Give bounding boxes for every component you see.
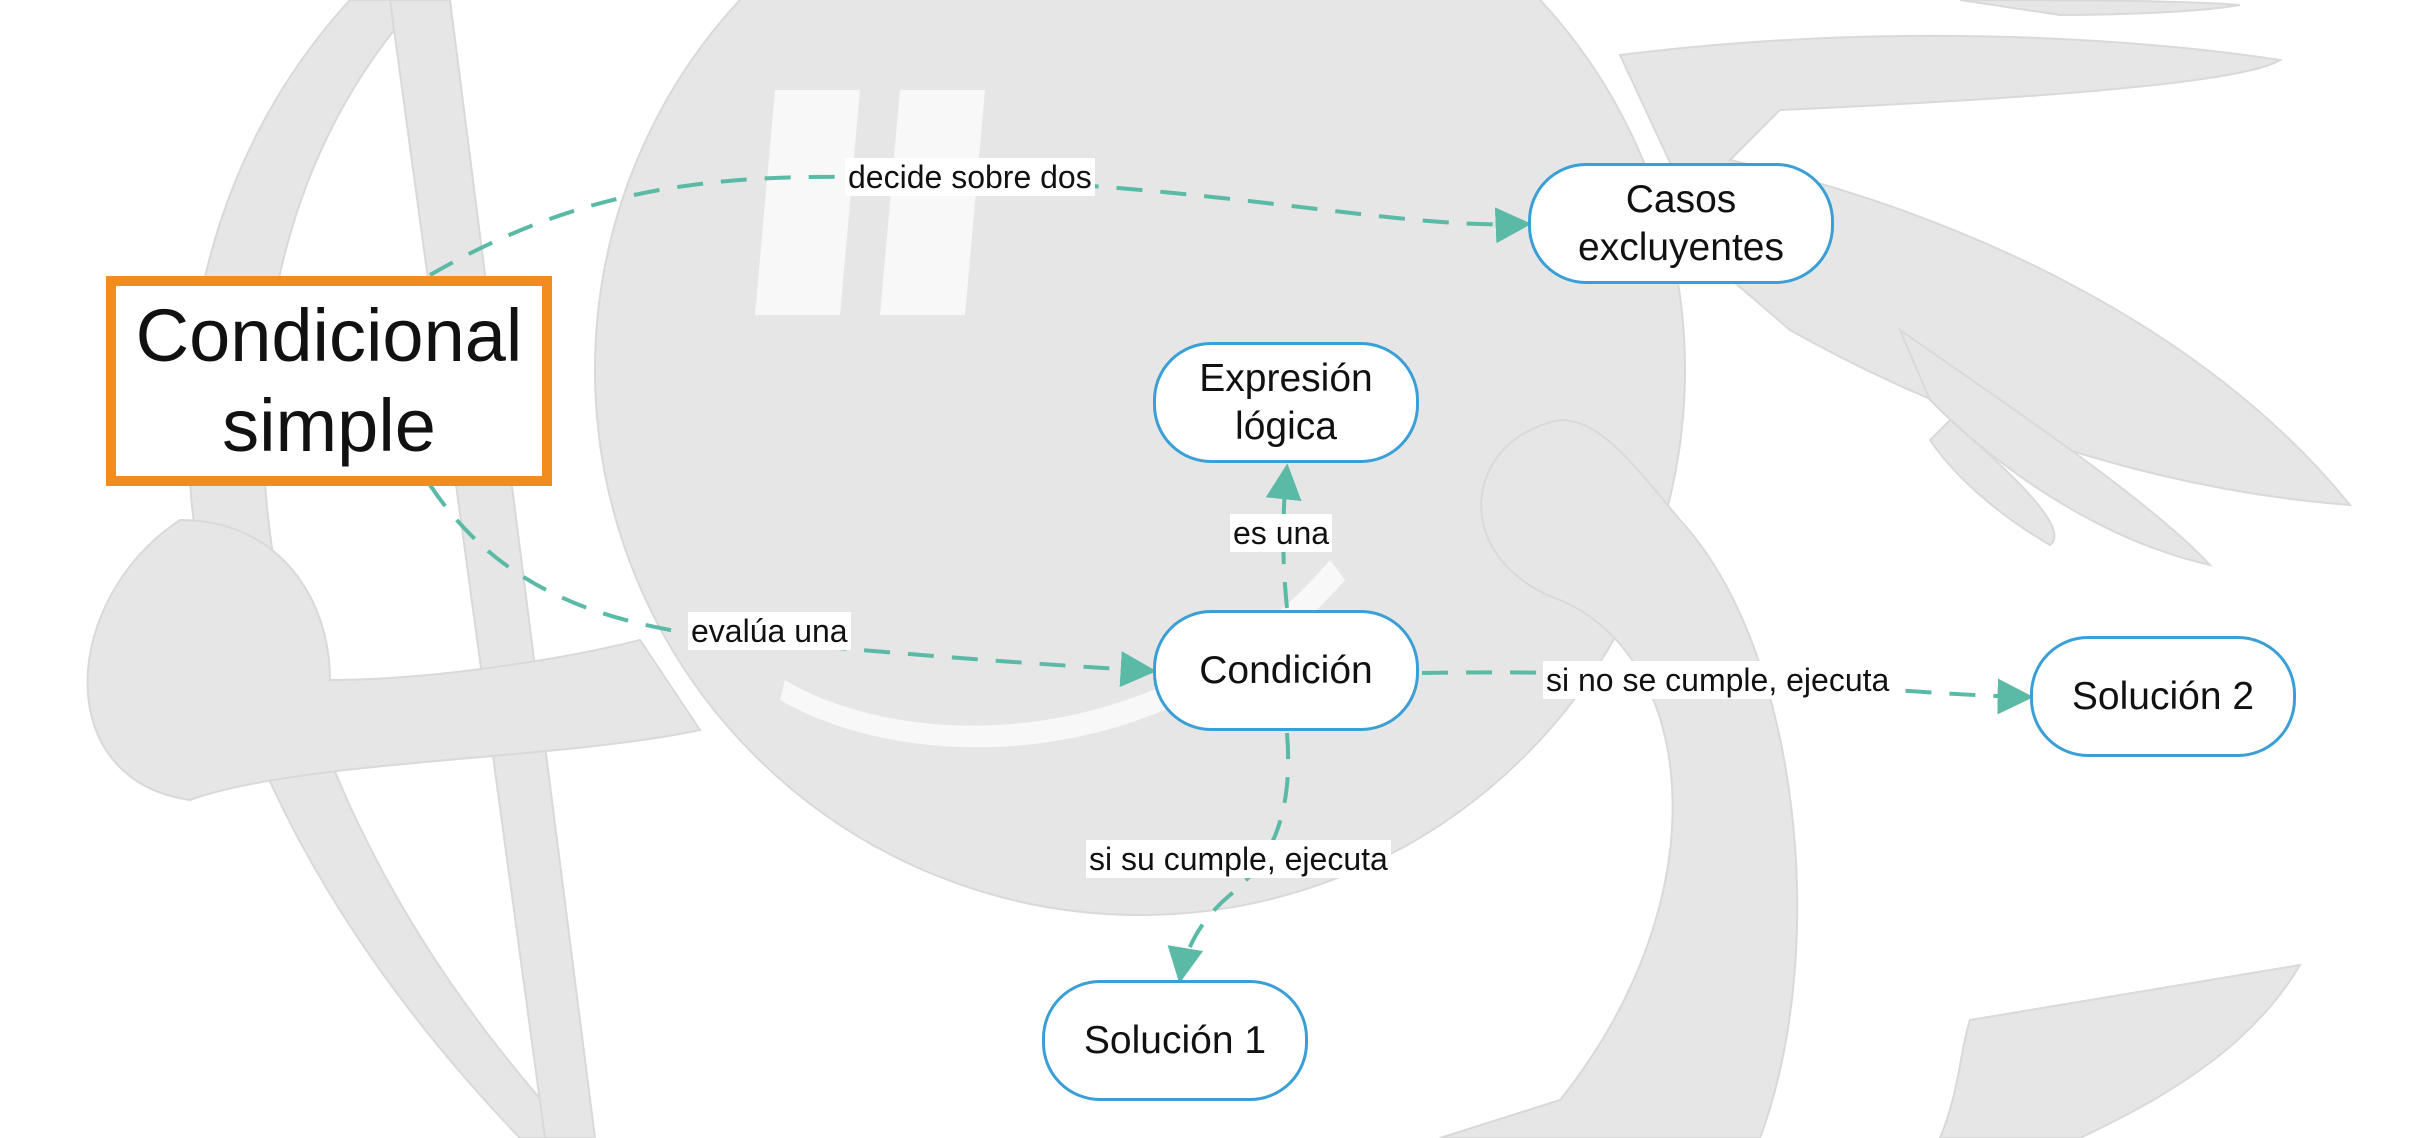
- node-casos-excluyentes[interactable]: Casos excluyentes: [1528, 163, 1834, 284]
- node-condicion[interactable]: Condición: [1153, 610, 1419, 731]
- edge-label-evalua: evalúa una: [688, 612, 851, 650]
- edge-label-es-una: es una: [1230, 514, 1333, 552]
- node-condicional-simple[interactable]: Condicional simple: [106, 276, 552, 486]
- node-solucion-2[interactable]: Solución 2: [2030, 636, 2296, 757]
- node-expresion-logica[interactable]: Expresión lógica: [1153, 342, 1419, 463]
- edge-label-si-no: si no se cumple, ejecuta: [1543, 661, 1893, 699]
- edge-es-una-line: [1265, 463, 1302, 609]
- edge-label-si-su: si su cumple, ejecuta: [1086, 840, 1391, 878]
- edge-label-decide: decide sobre dos: [845, 158, 1095, 196]
- node-solucion-1[interactable]: Solución 1: [1042, 980, 1308, 1101]
- edge-si-su-line: [1167, 732, 1291, 984]
